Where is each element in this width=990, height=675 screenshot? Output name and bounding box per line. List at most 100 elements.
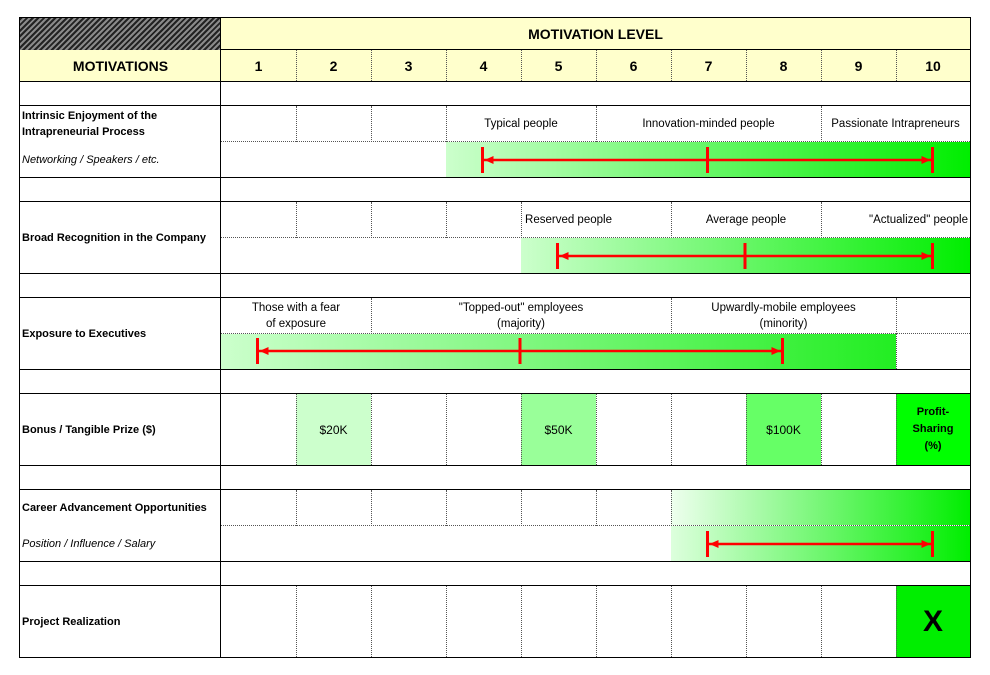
grid-line: [371, 298, 372, 334]
segment-passionate-intrapreneurs: Passionate Intrapreneurs: [831, 118, 960, 130]
grid-line: [20, 297, 970, 298]
grid-line: [821, 202, 822, 238]
grid-line: [296, 202, 297, 238]
level-2: 2: [329, 57, 338, 74]
grid-line: [296, 490, 297, 526]
grid-line: [371, 490, 372, 526]
bonus-50k: $50K: [544, 422, 573, 437]
grid-line: [596, 394, 597, 465]
grid-line: [20, 465, 970, 466]
grid-line: [20, 201, 970, 202]
grid-line: [896, 334, 897, 369]
grid-line: [521, 50, 522, 81]
grid-line: [296, 50, 297, 81]
grid-line: [746, 586, 747, 657]
level-4: 4: [479, 57, 488, 74]
grid-line: [596, 490, 597, 526]
career-advancement-sublabel: Position / Influence / Salary: [22, 537, 156, 550]
grid-line: [671, 298, 672, 334]
bonus-20k-fill: [296, 394, 371, 465]
bonus-prize-label: Bonus / Tangible Prize ($): [22, 423, 156, 436]
exposure-arrow-head-left: [259, 347, 269, 355]
grid-line: [596, 50, 597, 81]
grid-line: [20, 489, 970, 490]
grid-line: [20, 273, 970, 274]
exposure-arrow-head-right: [771, 347, 781, 355]
bonus-50k-fill: [521, 394, 596, 465]
grid-line: [20, 177, 970, 178]
level-10: 10: [925, 57, 941, 74]
bonus-20k: $20K: [319, 422, 348, 437]
grid-line: [20, 393, 970, 394]
bonus-profit-fill: [896, 394, 970, 465]
grid-line: [371, 394, 372, 465]
grid-line: [20, 81, 970, 82]
grid-line: [446, 586, 447, 657]
grid-line: [671, 394, 672, 465]
grid-line: [671, 50, 672, 81]
bonus-100k: $100K: [766, 422, 801, 437]
recognition-arrow-head-right: [921, 252, 931, 260]
grid-line: [371, 50, 372, 81]
grid-line: [896, 298, 897, 334]
grid-line: [20, 657, 971, 658]
motivations-column-header: MOTIVATIONS: [20, 50, 221, 81]
grid-line: [221, 141, 970, 142]
project-realization-label: Project Realization: [22, 615, 121, 628]
grid-line: [221, 333, 970, 334]
segment-topped-out: "Topped-out" employees (majority): [458, 302, 584, 330]
recognition-arrow-head-left: [559, 252, 569, 260]
grid-line: [746, 394, 747, 465]
grid-line: [596, 586, 597, 657]
grid-line: [821, 586, 822, 657]
grid-line: [221, 237, 970, 238]
career-gradient-top: [671, 490, 970, 525]
grid-line: [821, 50, 822, 81]
segment-fear-of-exposure: Those with a fear of exposure: [251, 302, 341, 330]
grid-line: [221, 49, 970, 50]
project-mark-fill: [896, 586, 970, 657]
intrinsic-arrow-head-left: [484, 156, 494, 164]
level-9: 9: [854, 57, 863, 74]
level-8: 8: [779, 57, 788, 74]
grid-line: [821, 106, 822, 142]
grid-line: [446, 394, 447, 465]
grid-line: [446, 106, 447, 142]
grid-line: [296, 586, 297, 657]
grid-line: [521, 202, 522, 238]
segment-actualized-people: "Actualized" people: [869, 214, 968, 226]
grid-line: [896, 586, 897, 657]
bonus-profit-sharing: Profit- Sharing (%): [912, 406, 954, 452]
grid-line: [521, 586, 522, 657]
career-arrow-head-right: [921, 540, 931, 548]
grid-line: [19, 17, 20, 658]
levels-header: [221, 50, 970, 81]
grid-line: [896, 394, 897, 465]
grid-line: [221, 525, 970, 526]
level-6: 6: [629, 57, 638, 74]
grid-line: [671, 490, 672, 526]
career-arrow-head-left: [709, 540, 719, 548]
intrinsic-arrow-head-right: [921, 156, 931, 164]
grid-line: [896, 50, 897, 81]
grid-line: [821, 394, 822, 465]
grid-line: [371, 202, 372, 238]
grid-line: [671, 202, 672, 238]
grid-line: [20, 105, 970, 106]
career-advancement-label: Career Advancement Opportunities: [22, 502, 207, 514]
grid-line: [521, 394, 522, 465]
hatched-corner: [20, 18, 221, 50]
segment-upwardly-mobile: Upwardly-mobile employees (minority): [711, 302, 856, 330]
grid-line: [521, 490, 522, 526]
intrinsic-enjoyment-label: Intrinsic Enjoyment of the Intrapreneuri…: [22, 110, 158, 138]
grid-line: [371, 106, 372, 142]
grid-line: [220, 17, 221, 658]
grid-line: [20, 369, 970, 370]
intrinsic-enjoyment-sublabel: Networking / Speakers / etc.: [22, 153, 160, 166]
level-5: 5: [554, 57, 563, 74]
grid-line: [20, 585, 970, 586]
arrows-group: [256, 147, 934, 557]
grid-line: [596, 106, 597, 142]
grid-line: [446, 202, 447, 238]
